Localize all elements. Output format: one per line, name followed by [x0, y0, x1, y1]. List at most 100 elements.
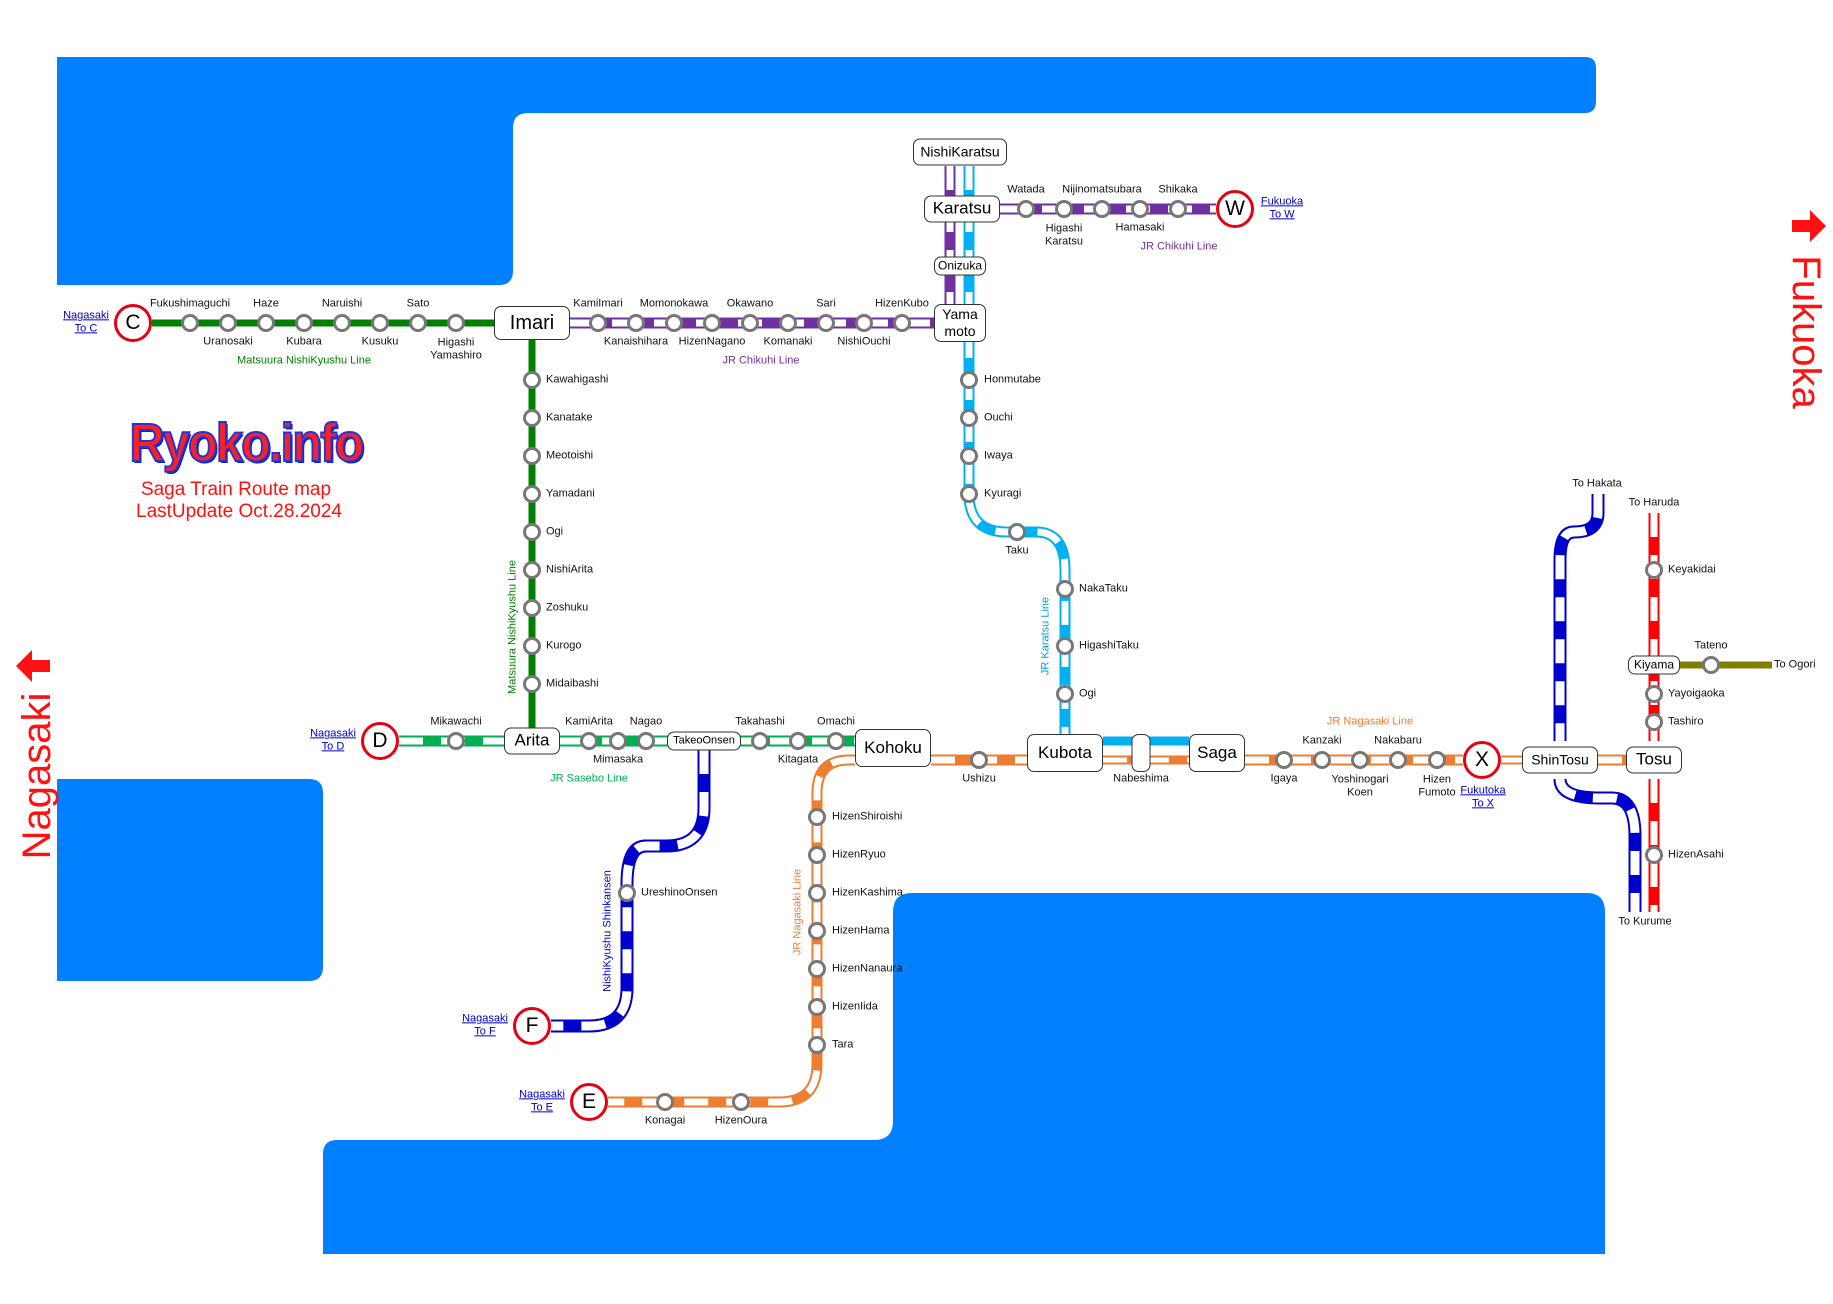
- station-shintosu[interactable]: ShinTosu: [1522, 746, 1598, 774]
- station-dot-48: [1313, 751, 1331, 769]
- station-dot-30: [1169, 200, 1187, 218]
- station-dot-3: [295, 314, 313, 332]
- track-shinkansen-kurume-dash: [1555, 778, 1640, 912]
- station-dot-45: [827, 732, 845, 750]
- station-dot-0: [181, 314, 199, 332]
- station-nabeshima-marker[interactable]: [1131, 734, 1151, 772]
- link-to-w[interactable]: Fukuoka To W: [1260, 195, 1304, 220]
- station-dot-32: [960, 409, 978, 427]
- station-markers: [181, 200, 1720, 1111]
- station-dot-33: [960, 447, 978, 465]
- station-dot-4: [333, 314, 351, 332]
- station-dot-55: [808, 922, 826, 940]
- station-dot-57: [808, 998, 826, 1016]
- track-karatsu-dash: [965, 166, 1069, 734]
- station-dot-8: [523, 371, 541, 389]
- station-dot-53: [808, 846, 826, 864]
- track-shinkansen-west-dash: [551, 750, 709, 1031]
- station-dot-39: [447, 732, 465, 750]
- station-kiyama[interactable]: Kiyama: [1628, 655, 1680, 675]
- station-dot-42: [637, 732, 655, 750]
- station-takeoonsen[interactable]: TakeoOnsen: [667, 731, 741, 751]
- station-yamamoto[interactable]: Yama moto: [934, 304, 986, 342]
- track-nagasaki-vertical-dash: [608, 756, 855, 1106]
- station-dot-12: [523, 523, 541, 541]
- station-dot-20: [703, 314, 721, 332]
- sea-area-1: [57, 57, 1596, 285]
- station-dot-34: [960, 485, 978, 503]
- station-arita[interactable]: Arita: [504, 727, 560, 755]
- station-dot-18: [627, 314, 645, 332]
- link-to-c[interactable]: Nagasaki To C: [63, 309, 109, 334]
- station-nishikaratsu[interactable]: NishiKaratsu: [913, 138, 1007, 166]
- station-dot-51: [1428, 751, 1446, 769]
- terminal-e[interactable]: E: [570, 1083, 608, 1121]
- station-dot-60: [656, 1093, 674, 1111]
- station-dot-64: [1645, 713, 1663, 731]
- station-imari[interactable]: Imari: [494, 306, 570, 340]
- station-dot-28: [1093, 200, 1111, 218]
- station-dot-36: [1056, 580, 1074, 598]
- station-tosu[interactable]: Tosu: [1626, 746, 1682, 774]
- station-dot-11: [523, 485, 541, 503]
- station-dot-41: [609, 732, 627, 750]
- station-dot-6: [409, 314, 427, 332]
- station-dot-46: [970, 751, 988, 769]
- station-dot-56: [808, 960, 826, 978]
- station-dot-59: [732, 1093, 750, 1111]
- terminal-d[interactable]: D: [361, 722, 399, 760]
- station-dot-9: [523, 409, 541, 427]
- station-dot-15: [523, 637, 541, 655]
- station-onizuka[interactable]: Onizuka: [934, 256, 986, 276]
- track-shinkansen-hakata-dash: [1555, 494, 1603, 741]
- link-to-e[interactable]: Nagasaki To E: [519, 1088, 565, 1113]
- station-dot-21: [741, 314, 759, 332]
- sea-areas: [57, 57, 1605, 1254]
- terminal-w[interactable]: W: [1216, 190, 1254, 228]
- sea-area-2: [57, 779, 323, 981]
- station-dot-22: [779, 314, 797, 332]
- sea-area-3: [323, 893, 1605, 1254]
- station-dot-63: [1645, 685, 1663, 703]
- station-dot-17: [589, 314, 607, 332]
- station-dot-2: [257, 314, 275, 332]
- station-dot-61: [618, 884, 636, 902]
- station-dot-14: [523, 599, 541, 617]
- station-dot-13: [523, 561, 541, 579]
- station-kohoku[interactable]: Kohoku: [855, 729, 931, 767]
- station-dot-29: [1131, 200, 1149, 218]
- station-dot-58: [808, 1036, 826, 1054]
- station-dot-65: [1645, 846, 1663, 864]
- link-to-d[interactable]: Nagasaki To D: [310, 727, 356, 752]
- station-saga[interactable]: Saga: [1189, 734, 1245, 772]
- station-dot-35: [1008, 523, 1026, 541]
- station-dot-62: [1645, 561, 1663, 579]
- station-dot-25: [893, 314, 911, 332]
- station-dot-23: [817, 314, 835, 332]
- station-kubota[interactable]: Kubota: [1027, 734, 1103, 772]
- station-dot-44: [789, 732, 807, 750]
- station-dot-10: [523, 447, 541, 465]
- station-dot-66: [1702, 656, 1720, 674]
- station-dot-1: [219, 314, 237, 332]
- station-karatsu[interactable]: Karatsu: [924, 195, 1000, 223]
- terminal-c[interactable]: C: [114, 304, 152, 342]
- station-dot-26: [1017, 200, 1035, 218]
- link-to-x[interactable]: Fukutoka To X: [1460, 784, 1506, 809]
- station-dot-16: [523, 675, 541, 693]
- terminal-f[interactable]: F: [513, 1007, 551, 1045]
- station-dot-50: [1389, 751, 1407, 769]
- station-dot-19: [665, 314, 683, 332]
- station-dot-7: [447, 314, 465, 332]
- station-dot-38: [1056, 685, 1074, 703]
- track-karatsu: [963, 166, 1071, 734]
- station-dot-47: [1275, 751, 1293, 769]
- station-dot-31: [960, 371, 978, 389]
- station-dot-43: [751, 732, 769, 750]
- station-dot-40: [580, 732, 598, 750]
- station-dot-49: [1351, 751, 1369, 769]
- station-dot-24: [855, 314, 873, 332]
- terminal-x[interactable]: X: [1463, 741, 1501, 779]
- link-to-f[interactable]: Nagasaki To F: [462, 1012, 508, 1037]
